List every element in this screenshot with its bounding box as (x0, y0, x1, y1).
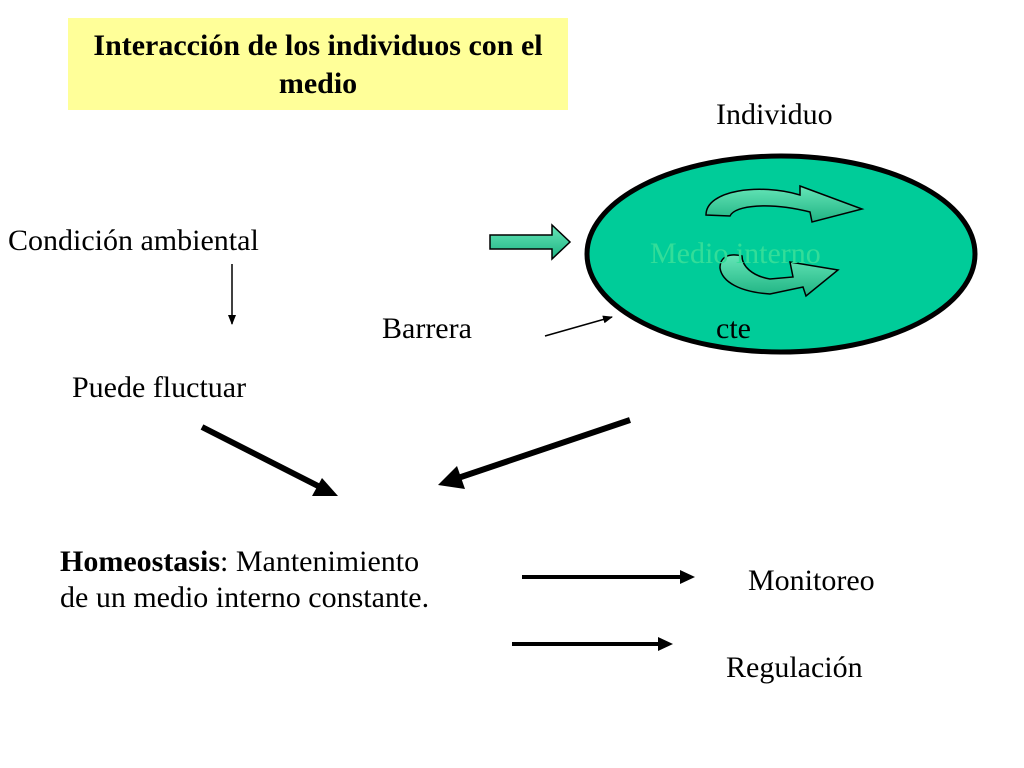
barrera-label: Barrera (382, 312, 472, 345)
medio-interno-label: Medio interno (650, 237, 821, 270)
monitoreo-arrowhead-icon (680, 570, 695, 584)
regulacion-arrowhead-icon (658, 637, 673, 651)
cell-arrowhead-icon (438, 466, 465, 489)
input-block-arrow-icon (489, 223, 572, 261)
fluctuar-to-homeostasis-arrow (200, 424, 324, 491)
homeostasis-definition-line2: de un medio interno constante. (60, 581, 430, 614)
page-title: Interacción de los individuos con el med… (93, 29, 543, 100)
cycle-arrow-top-icon (705, 184, 865, 223)
homeostasis-definition: Homeostasis: Mantenimiento de un medio i… (60, 544, 429, 616)
homeostasis-definition-line1: : Mantenimiento (220, 545, 420, 578)
cell-to-homeostasis-arrow (457, 417, 631, 481)
homeostasis-term: Homeostasis (60, 545, 220, 578)
fluctuar-arrowhead-icon (312, 478, 338, 496)
condicion-ambiental-label: Condición ambiental (8, 224, 259, 257)
individuo-label: Individuo (716, 98, 833, 131)
regulacion-label: Regulación (726, 651, 863, 684)
puede-fluctuar-label: Puede fluctuar (72, 371, 247, 404)
barrera-arrow (544, 315, 613, 337)
cte-label: cte (716, 312, 751, 345)
cell-ellipse (584, 153, 978, 355)
monitoreo-label: Monitoreo (748, 564, 875, 597)
cycle-arrow-bottom-icon (719, 254, 840, 298)
title-box: Interacción de los individuos con el med… (68, 18, 568, 110)
